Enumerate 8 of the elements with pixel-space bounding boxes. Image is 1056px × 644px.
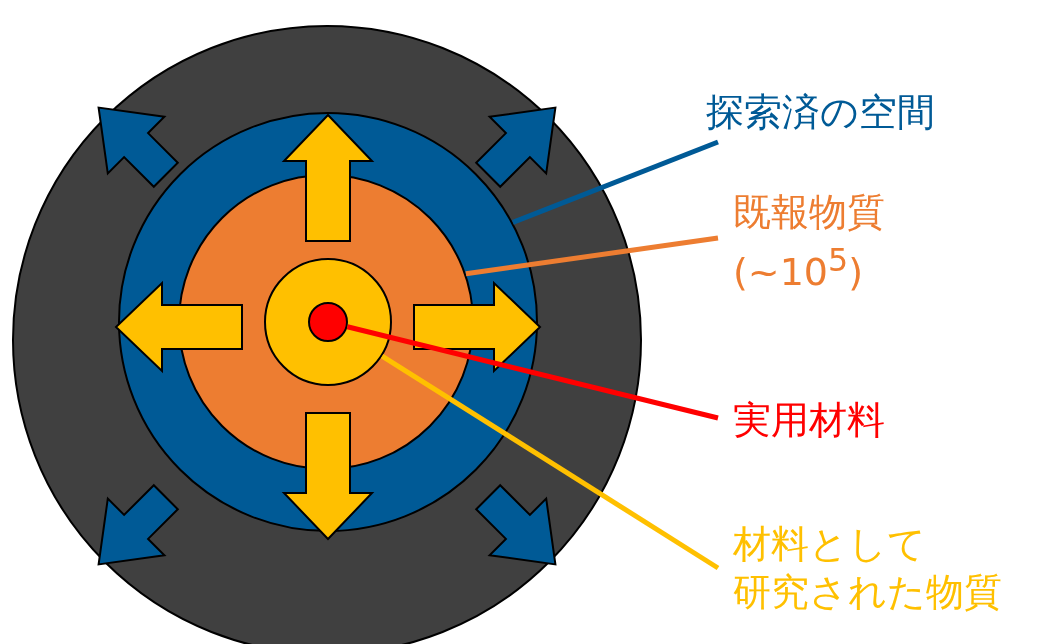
region-label: 材料として研究された物質 (733, 521, 1003, 616)
leader-line (346, 324, 719, 421)
region-label: 実用材料 (733, 397, 886, 444)
leader-line (465, 235, 719, 277)
region-label: 探索済の空間 (706, 89, 936, 136)
leader-line (380, 354, 720, 571)
leader-line (512, 139, 719, 225)
region-label: 既報物質 (~10$^{5}$) (733, 189, 886, 296)
